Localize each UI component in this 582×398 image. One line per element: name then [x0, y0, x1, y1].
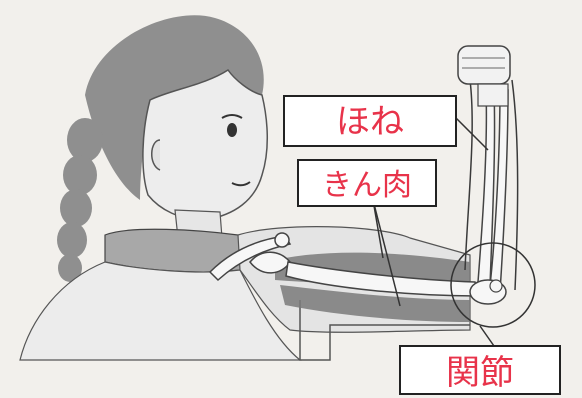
bone-label-box: ほね	[283, 95, 457, 147]
joint-leader-line	[479, 325, 495, 347]
joint-highlight-circle	[450, 242, 536, 328]
muscle-label-box: きん肉	[297, 159, 437, 207]
elbow-joint	[469, 279, 507, 305]
wrist	[477, 83, 509, 107]
shirt	[19, 261, 302, 361]
face	[142, 68, 268, 221]
muscle-label: きん肉	[322, 168, 412, 203]
forearm-bones	[464, 79, 519, 294]
hair	[85, 15, 264, 200]
ear	[151, 139, 161, 171]
muscle-leader-line-1	[372, 199, 384, 259]
joint-label-box: 関節	[399, 345, 561, 395]
eye	[227, 123, 237, 137]
fist	[457, 45, 511, 85]
bone-label: ほね	[336, 102, 404, 142]
joint-label: 関節	[446, 353, 514, 393]
mouth	[231, 181, 251, 187]
collarbone	[208, 235, 292, 282]
leader-lines	[372, 117, 495, 347]
hand	[457, 45, 511, 107]
arm-rest	[299, 300, 470, 361]
muscle-leader-line-2	[372, 199, 401, 307]
shoulder-bones	[208, 232, 292, 282]
bone-leader-line	[455, 117, 489, 151]
triceps-muscle	[280, 285, 470, 322]
